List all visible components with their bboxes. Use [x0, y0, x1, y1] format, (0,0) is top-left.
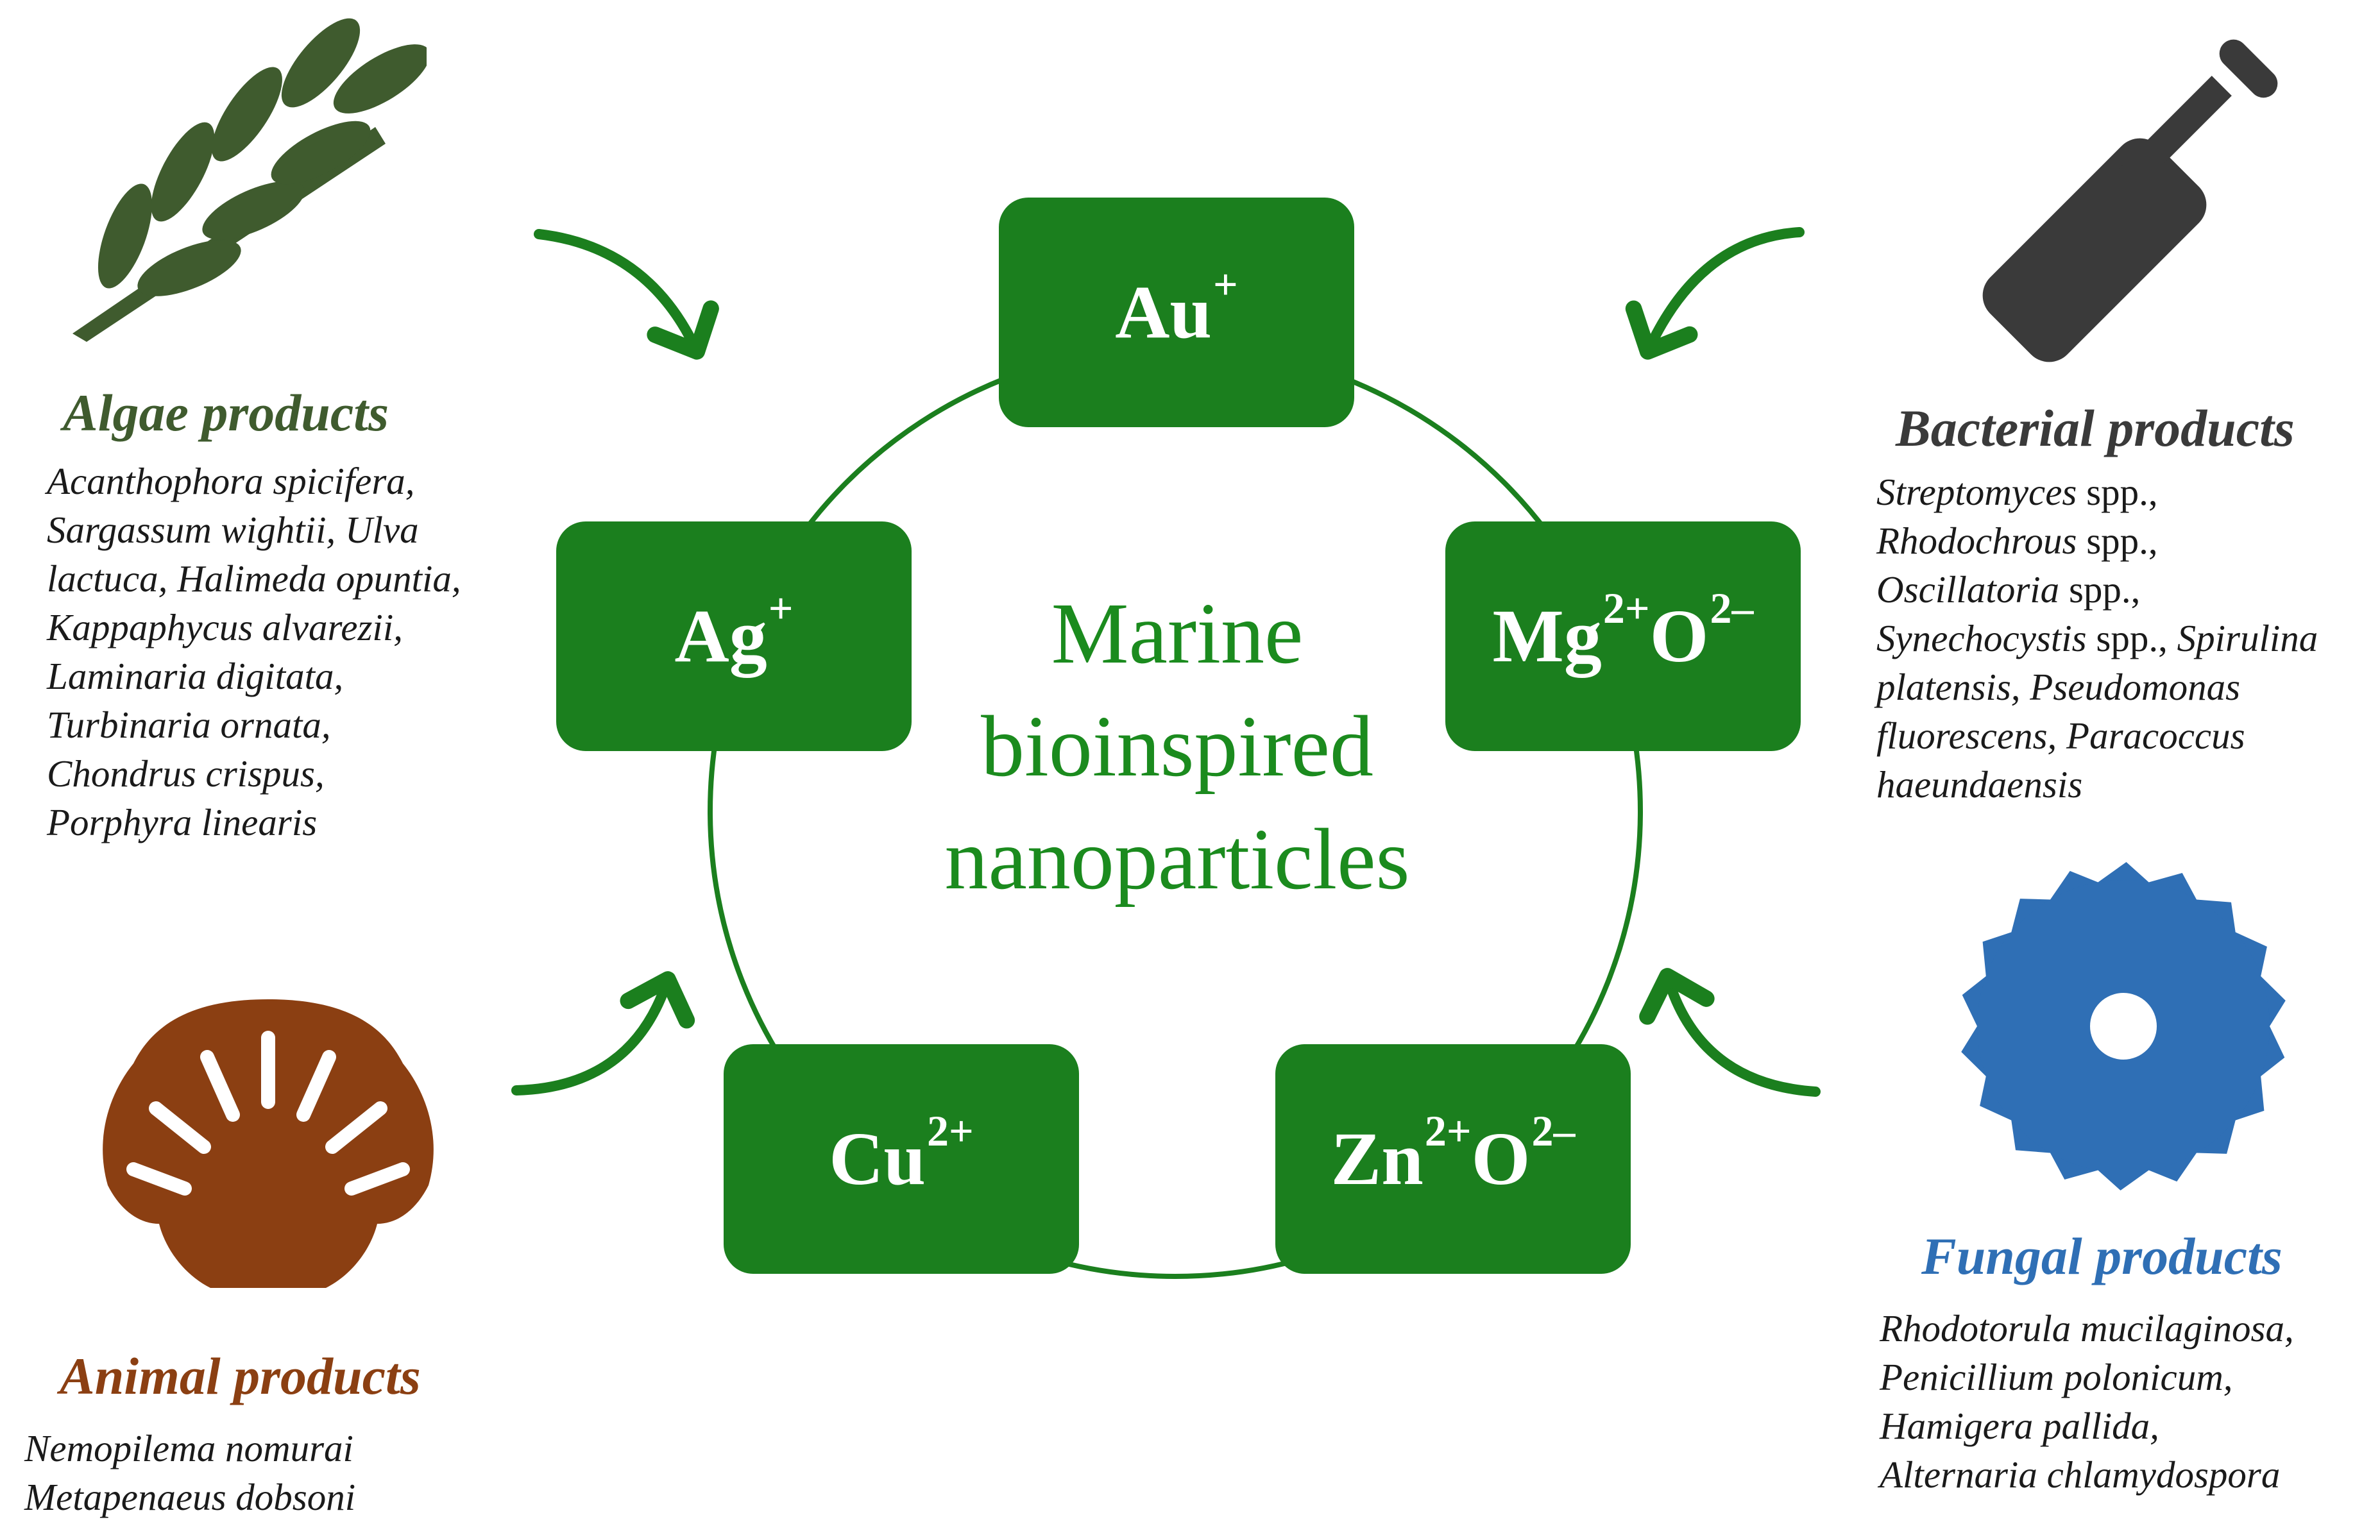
- animal-title: Animal products: [60, 1347, 421, 1405]
- zno-oxygen-charge: 2–: [1531, 1106, 1576, 1155]
- bacterial-species-list: Streptomyces spp., Rhodochrous spp., Osc…: [1876, 468, 2318, 809]
- algae-species-line: Porphyra linearis: [47, 801, 318, 843]
- bacterial-species-line: platensis, Pseudomonas: [1876, 666, 2241, 708]
- fungal-species-list: Rhodotorula mucilaginosa, Penicillium po…: [1880, 1304, 2294, 1499]
- bacterial-species-line: haeundaensis: [1876, 763, 2083, 806]
- algae-species-line: Laminaria digitata,: [47, 655, 344, 697]
- cu-symbol: Cu: [829, 1117, 926, 1201]
- bacterial-spp: spp.,: [2059, 568, 2141, 611]
- bacterial-spp: spp.,: [2077, 520, 2158, 562]
- fungal-title: Fungal products: [1921, 1227, 2282, 1285]
- zn-charge: 2+: [1424, 1106, 1472, 1155]
- au-charge: +: [1213, 260, 1238, 309]
- algae-species-line: Turbinaria ornata,: [47, 704, 331, 746]
- fungal-species-line: Hamigera pallida,: [1880, 1405, 2159, 1447]
- algae-species-line: Chondrus crispus,: [47, 752, 325, 795]
- fungal-spore-icon: [1961, 862, 2286, 1190]
- bacterial-species-line: Streptomyces spp.,: [1876, 468, 2318, 516]
- bacterial-genus: Oscillatoria: [1876, 568, 2060, 611]
- au-symbol: Au: [1115, 270, 1212, 354]
- algae-title: Algae products: [63, 384, 389, 442]
- ag-charge: +: [768, 584, 794, 632]
- bacterial-genus: Rhodochrous: [1876, 520, 2077, 562]
- bacterial-spp: spp.,: [2086, 617, 2177, 659]
- algae-species-line: Kappaphycus alvarezii,: [47, 606, 403, 648]
- center-title: Marine bioinspired nanoparticles: [885, 577, 1469, 916]
- zn-symbol: Zn: [1330, 1117, 1424, 1201]
- fungal-species-line: Rhodotorula mucilaginosa,: [1880, 1307, 2294, 1350]
- mg-symbol: Mg: [1492, 594, 1602, 678]
- arrow-bacterial: [1625, 227, 1805, 360]
- bacterial-genus: Streptomyces: [1876, 471, 2077, 513]
- algae-species-line: Sargassum wightii, Ulva: [47, 509, 419, 551]
- center-title-line-1: Marine: [1051, 586, 1304, 682]
- leaf-branch-icon: [72, 18, 427, 342]
- mgo-oxygen-symbol: O: [1649, 594, 1709, 678]
- element-box-ag: Ag+: [556, 521, 912, 751]
- shell-icon: [103, 999, 434, 1288]
- animal-species-line: Metapenaeus dobsoni: [24, 1476, 356, 1518]
- bacterium-rod-icon: [1982, 39, 2278, 362]
- ag-symbol: Ag: [674, 594, 767, 678]
- arrow-animal: [511, 971, 695, 1096]
- center-title-line-2: bioinspired: [981, 698, 1373, 795]
- bacterial-spp: spp.,: [2077, 471, 2158, 513]
- mgo-oxygen-charge: 2–: [1710, 584, 1754, 632]
- bacterial-species-line: fluorescens, Paracoccus: [1876, 715, 2245, 757]
- zno-oxygen-symbol: O: [1471, 1117, 1531, 1201]
- algae-species-list: Acanthophora spicifera, Sargassum wighti…: [47, 457, 461, 847]
- bacterial-species-line: Synechocystis spp., Spirulina: [1876, 614, 2318, 663]
- cu-charge: 2+: [927, 1106, 974, 1155]
- bacterial-title: Bacterial products: [1896, 399, 2295, 457]
- element-box-au: Au+: [999, 198, 1354, 427]
- arrow-fungal: [1639, 968, 1821, 1097]
- arrow-algae: [534, 229, 719, 360]
- algae-species-line: Acanthophora spicifera,: [47, 460, 415, 502]
- bacterial-genus: Synechocystis: [1876, 617, 2087, 659]
- mg-charge: 2+: [1602, 584, 1650, 632]
- fungal-species-line: Penicillium polonicum,: [1880, 1356, 2233, 1398]
- algae-species-line: lactuca, Halimeda opuntia,: [47, 557, 461, 600]
- center-title-line-3: nanoparticles: [944, 811, 1410, 908]
- animal-species-line: Nemopilema nomurai: [24, 1427, 353, 1469]
- fungal-species-line: Alternaria chlamydospora: [1880, 1453, 2281, 1496]
- bacterial-species-line: Rhodochrous spp.,: [1876, 516, 2318, 565]
- animal-species-list: Nemopilema nomurai Metapenaeus dobsoni: [24, 1424, 355, 1521]
- bacterial-species-line: Oscillatoria spp.,: [1876, 565, 2318, 614]
- bacterial-genus: Spirulina: [2177, 617, 2318, 659]
